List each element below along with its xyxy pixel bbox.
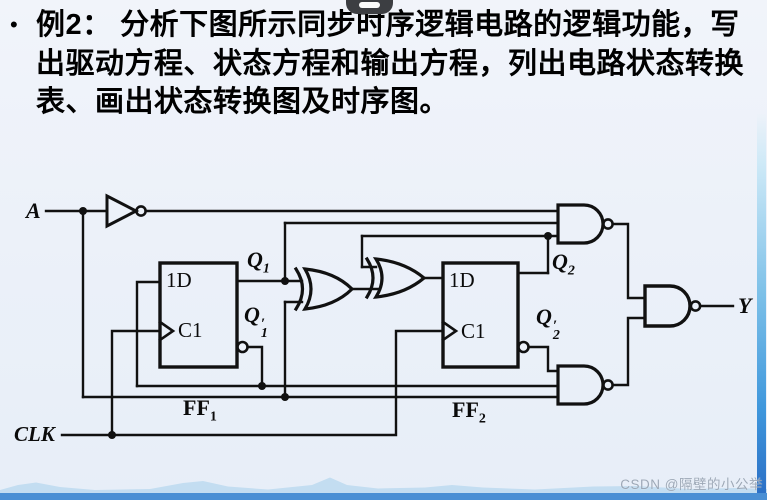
title-line-3: 表、画出状态转换图及时序图。 — [36, 86, 450, 118]
ff2-d-label: 1D — [449, 268, 475, 292]
title-line-2: 出驱动方程、状态方程和输出方程，列出电路状态转换 — [36, 47, 745, 80]
input-a-label: A — [26, 198, 41, 223]
ff1-d-label: 1D — [166, 268, 192, 292]
title-block: • 例2： 分析下图所示同步时序逻辑电路的逻辑功能，写 出驱动方程、状态方程和输… — [8, 6, 760, 122]
junction-dots — [79, 207, 552, 439]
watermark: CSDN @隔壁的小公举 — [620, 477, 763, 492]
output-y-label: Y — [738, 293, 752, 318]
ff1-c-label: C1 — [178, 318, 203, 342]
q1-not-label: Q′1 — [244, 302, 268, 341]
xor-gate-1 — [293, 266, 355, 312]
dff-1 — [158, 261, 249, 369]
ff1-name: FF1 — [183, 395, 217, 425]
wires — [44, 209, 735, 437]
bottom-accent-bar — [0, 493, 767, 500]
xor-gate-2 — [364, 256, 427, 300]
player-handle-bar — [359, 2, 380, 8]
q1-label: Q1 — [247, 247, 270, 277]
ff2-c-label: C1 — [461, 319, 486, 343]
nand-gate-bottom — [556, 364, 614, 406]
player-handle[interactable] — [346, 0, 393, 14]
q2-not-label: Q′2 — [536, 304, 560, 343]
title-line-1: 例2： 分析下图所示同步时序逻辑电路的逻辑功能，写 — [36, 9, 740, 41]
right-gradient-strip — [757, 112, 766, 493]
clock-label: CLK — [14, 422, 55, 446]
q2-label: Q2 — [552, 249, 575, 279]
nand-gate-top — [556, 203, 614, 245]
nand-gate-output — [643, 284, 702, 328]
ff2-name: FF2 — [452, 397, 486, 427]
dff-2 — [441, 261, 530, 369]
not-gate — [105, 193, 147, 229]
bullet-icon: • — [10, 12, 18, 37]
